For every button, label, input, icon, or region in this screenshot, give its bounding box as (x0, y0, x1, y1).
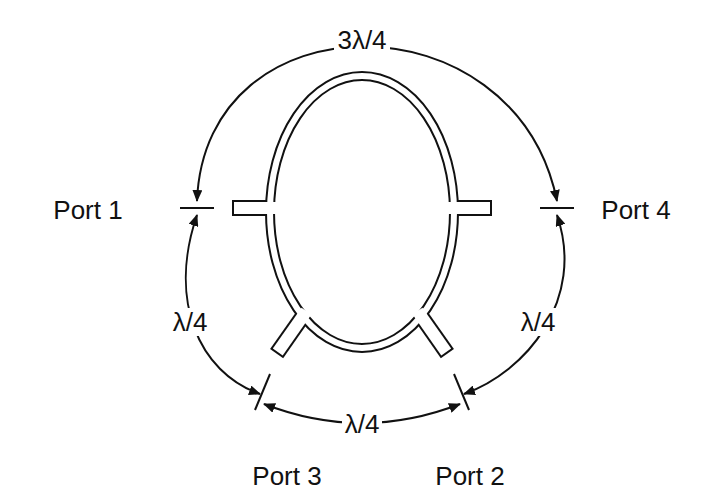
dimension-arcs (186, 47, 565, 424)
ring-interior (270, 76, 454, 348)
dimension-label: 3λ/4 (334, 26, 389, 55)
port-label: Port 1 (50, 196, 125, 225)
port-label: Port 4 (598, 196, 673, 225)
port-label: Port 2 (432, 462, 507, 491)
ring-outline (270, 76, 454, 348)
dimension-label: λ/4 (170, 308, 211, 337)
port-ticks (180, 208, 574, 410)
port-label: Port 3 (249, 462, 324, 491)
dimension-label: λ/4 (518, 308, 559, 337)
dimension-label: λ/4 (342, 410, 383, 439)
